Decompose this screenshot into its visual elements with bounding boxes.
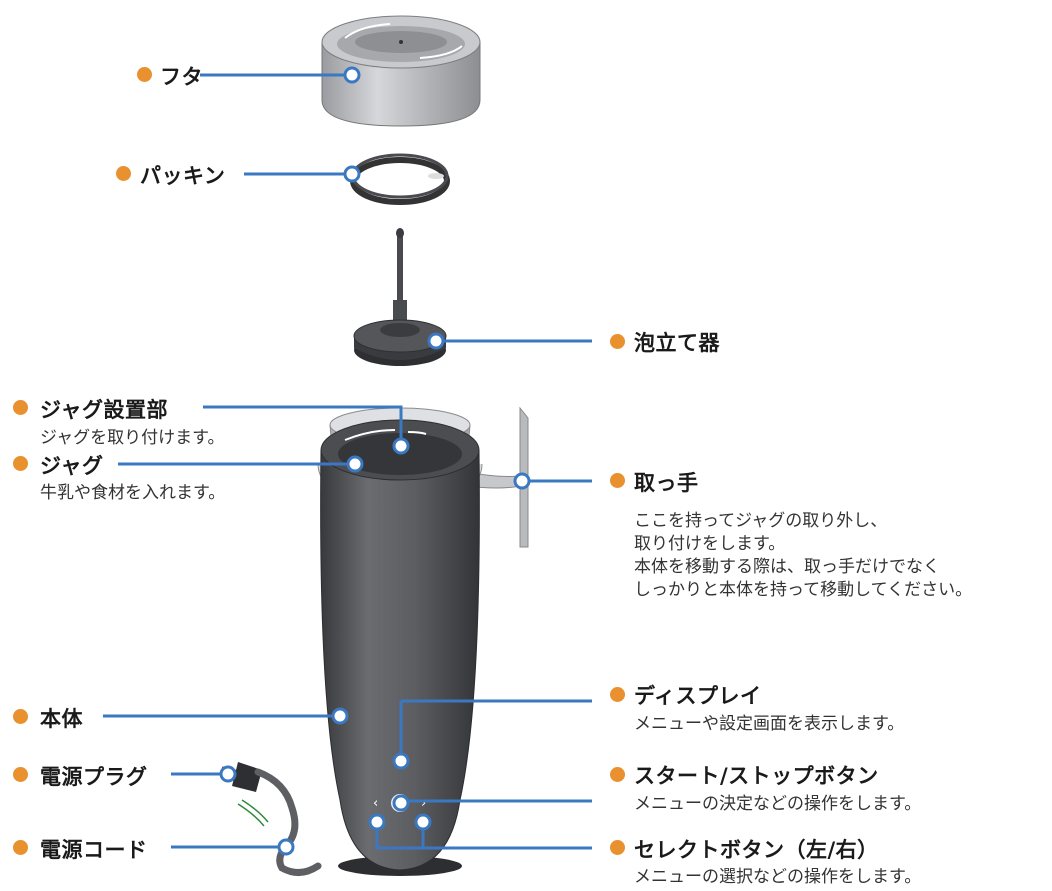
label-jug: ジャグ xyxy=(40,454,104,478)
label-handle: 取っ手 xyxy=(634,471,699,495)
bullet-dot xyxy=(610,687,625,702)
label-cord: 電源コード xyxy=(40,838,148,862)
desc-handle-line2: 取り付けをします。 xyxy=(634,534,786,554)
label-frother: 泡立て器 xyxy=(634,331,720,355)
label-body: 本体 xyxy=(40,707,83,731)
bullet-dot xyxy=(13,400,28,415)
frother-illustration xyxy=(353,228,447,366)
bullet-dot xyxy=(610,840,625,855)
label-gasket: パッキン xyxy=(140,164,226,188)
bullet-dot xyxy=(13,456,28,471)
desc-handle-line1: ここを持ってジャグの取り外し、 xyxy=(634,511,888,531)
bullet-dot xyxy=(610,473,625,488)
left-arrow-icon[interactable]: ‹ xyxy=(373,796,378,811)
desc-select: メニューの選択などの操作をします。 xyxy=(634,867,922,887)
bullet-dot xyxy=(610,767,625,782)
power-plug-illustration xyxy=(221,762,322,876)
bullet-dot xyxy=(13,709,28,724)
leader-lines xyxy=(103,73,592,850)
label-display: ディスプレイ xyxy=(634,684,762,708)
bullet-dot xyxy=(610,334,625,349)
desc-handle-line4: しっかりと本体を持って移動してください。 xyxy=(634,580,973,600)
label-select: セレクトボタン（左/右） xyxy=(634,838,879,862)
label-plug: 電源プラグ xyxy=(40,765,148,789)
bullet-dot xyxy=(116,166,131,181)
bullet-dot xyxy=(13,840,28,855)
desc-jug-mount: ジャグを取り付けます。 xyxy=(40,428,225,448)
desc-start-stop: メニューの決定などの操作をします。 xyxy=(634,794,922,814)
label-lid: フタ xyxy=(160,65,203,89)
gasket-illustration xyxy=(350,153,450,205)
desc-handle-line3: 本体を移動する際は、取っ手だけでなく xyxy=(634,557,940,577)
bullet-dot xyxy=(137,67,152,82)
label-jug-mount: ジャグ設置部 xyxy=(40,398,168,422)
lid-illustration xyxy=(321,15,481,127)
desc-display: メニューや設定画面を表示します。 xyxy=(634,714,905,734)
desc-jug: 牛乳や食材を入れます。 xyxy=(40,483,226,503)
leader-endpoints xyxy=(219,66,531,856)
label-start-stop: スタート/ストップボタン xyxy=(634,764,879,788)
bullet-dot xyxy=(13,767,28,782)
right-arrow-icon[interactable]: › xyxy=(421,796,426,811)
